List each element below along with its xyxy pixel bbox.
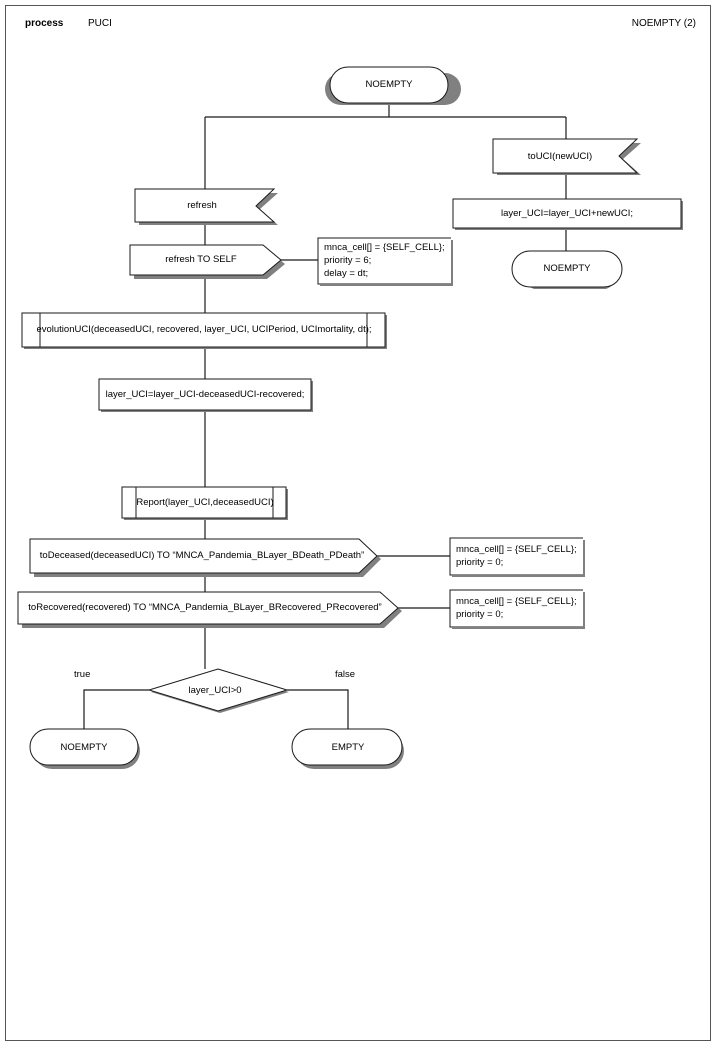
- comment-deceased-line1: mnca_cell[] = {SELF_CELL};: [456, 544, 577, 555]
- connector-decision-false: [287, 689, 349, 729]
- label-procedure-call-report: Report(layer_UCI,deceasedUCI): [136, 497, 274, 508]
- label-state-noempty-right: NOEMPTY: [543, 263, 591, 274]
- label-state-empty-false: EMPTY: [331, 742, 365, 753]
- output-symbol-torecovered: [17, 591, 399, 625]
- output-symbol-refresh-to-self: [129, 244, 282, 276]
- input-symbol-touci: [492, 138, 639, 174]
- label-branch-true: true: [74, 669, 91, 680]
- comment-refresh-self-line3: delay = dt;: [324, 268, 369, 279]
- label-output-refresh-to-self: refresh TO SELF: [165, 254, 237, 265]
- label-input-touci: toUCI(newUCI): [527, 151, 593, 162]
- label-state-noempty-true: NOEMPTY: [60, 742, 108, 753]
- connector-decision-true: [83, 689, 149, 729]
- header-page-reference: NOEMPTY (2): [631, 18, 696, 29]
- procedure-call-evolutionuci: [21, 312, 386, 348]
- page-frame-border: [5, 5, 711, 1041]
- input-symbol-refresh: [134, 188, 276, 223]
- label-procedure-call-evolutionuci: evolutionUCI(deceasedUCI, recovered, lay…: [36, 324, 372, 335]
- comment-refresh-self-line1: mnca_cell[] = {SELF_CELL};: [324, 242, 445, 253]
- label-output-todeceased: toDeceased(deceasedUCI) TO “MNCA_Pandemi…: [39, 550, 365, 561]
- procedure-call-report: [121, 486, 287, 519]
- state-noempty-true: [29, 728, 139, 766]
- state-noempty-start: [329, 66, 449, 104]
- comment-recovered-line2: priority = 0;: [456, 609, 504, 620]
- state-noempty-right: [511, 250, 623, 288]
- header-keyword-process: process: [25, 18, 64, 29]
- comment-deceased-line2: priority = 0;: [456, 557, 504, 568]
- state-empty-false: [291, 728, 403, 766]
- label-state-noempty-start: NOEMPTY: [365, 79, 413, 90]
- comment-refresh-self-line2: priority = 6;: [324, 255, 372, 266]
- label-decision-condition: layer_UCI>0: [188, 685, 242, 696]
- label-output-torecovered: toRecovered(recovered) TO “MNCA_Pandemia…: [28, 602, 382, 613]
- comment-recovered-line1: mnca_cell[] = {SELF_CELL};: [456, 596, 577, 607]
- output-symbol-todeceased: [29, 538, 378, 574]
- decision-symbol-layer-uci: [147, 668, 289, 712]
- label-task-subtract: layer_UCI=layer_UCI-deceasedUCI-recovere…: [105, 389, 305, 400]
- label-input-refresh: refresh: [187, 200, 217, 211]
- label-task-add-newuci: layer_UCI=layer_UCI+newUCI;: [501, 208, 633, 219]
- task-symbol-subtract: [98, 378, 312, 411]
- task-symbol-add-newuci: [452, 198, 682, 229]
- label-branch-false: false: [335, 669, 356, 680]
- header-process-name: PUCI: [88, 18, 112, 29]
